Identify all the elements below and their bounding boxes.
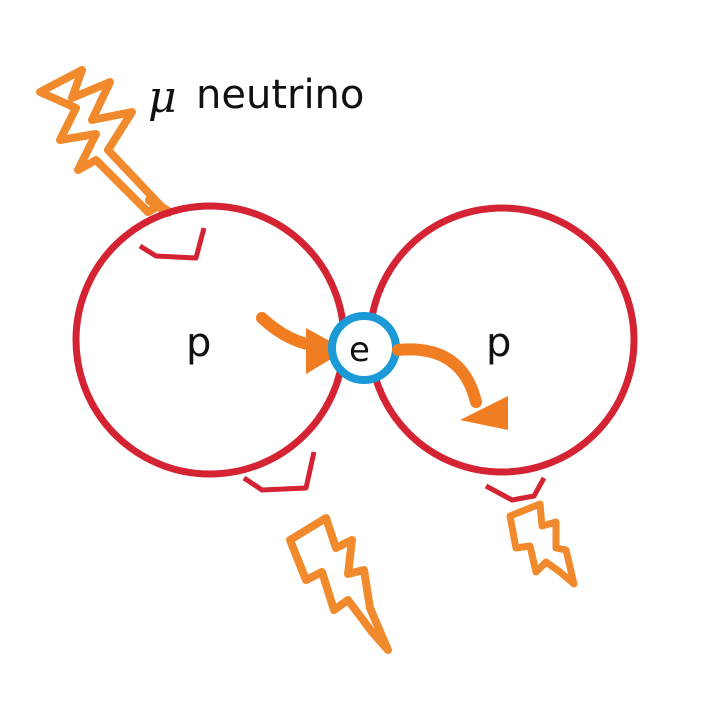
electron-label: e <box>349 330 370 370</box>
curved-arrow-icon <box>256 312 346 374</box>
recoil-mark <box>242 451 317 493</box>
center-electron: e <box>328 312 400 384</box>
recoil-mark <box>484 476 547 503</box>
title-symbol: μ <box>148 72 177 123</box>
lightning-bolt-icon <box>286 514 392 654</box>
lightning-bolt-icon <box>506 500 578 588</box>
right-proton-label: p <box>486 320 511 366</box>
lightning-bolt-icon <box>36 66 173 217</box>
left-proton-label: p <box>186 320 211 366</box>
impact-mark <box>138 227 207 261</box>
curved-arrow-icon <box>392 343 508 430</box>
title-text: neutrino <box>196 72 364 118</box>
